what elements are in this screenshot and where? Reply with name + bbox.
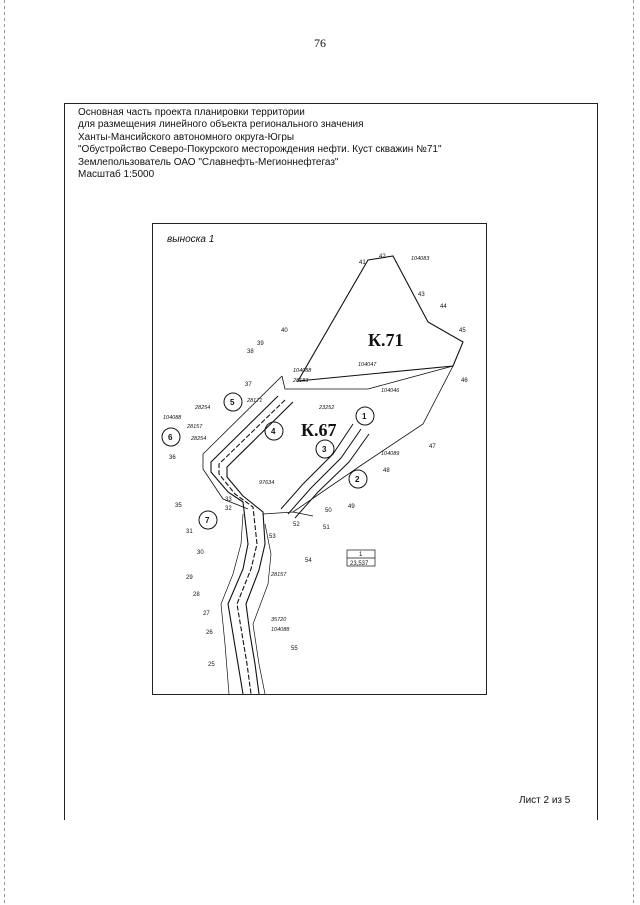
parcel-id: 23252 (318, 405, 334, 411)
parcel-id: 97634 (259, 480, 274, 486)
parcel-id: 28254 (194, 405, 210, 411)
point-number: 42 (379, 254, 386, 260)
parcel-id: 104089 (381, 451, 399, 457)
legend-top: 1 (359, 552, 363, 558)
legend-bottom: 23,537 (350, 561, 369, 567)
parcel-ids: 104083 104047 104088 28183 23252 104046 … (163, 256, 430, 633)
point-number: 48 (383, 468, 390, 474)
header-line: Ханты-Мансийского автономного округа-Югр… (78, 131, 295, 143)
parcel-id: 28171 (246, 398, 262, 404)
point-number: 37 (245, 382, 252, 388)
point-number: 32 (225, 506, 232, 512)
parcel-id: 104083 (411, 256, 430, 262)
scan-edge-left (4, 0, 5, 905)
point-number: 49 (348, 504, 355, 510)
point-number: 45 (459, 328, 466, 334)
scan-edge-right (633, 0, 634, 905)
point-number: 38 (247, 349, 254, 355)
header-line: Масштаб 1:5000 (78, 169, 155, 181)
point-number: 47 (429, 444, 436, 450)
point-number: 25 (208, 662, 215, 668)
circled-number: 5 (230, 398, 235, 407)
point-number: 36 (169, 455, 176, 461)
parcel-id: 28157 (186, 424, 203, 430)
point-numbers: 41 42 43 44 45 46 47 48 49 50 51 52 53 5… (169, 254, 468, 668)
road-line-right (226, 401, 294, 694)
planning-map: выноска 1 5 4 6 1 3 (152, 223, 487, 695)
point-number: 51 (323, 525, 330, 531)
parcel-id: 28254 (190, 436, 206, 442)
page-number: 76 (314, 36, 326, 50)
parcel-id: 104046 (381, 388, 400, 394)
point-number: 35 (175, 503, 182, 509)
circled-markers: 5 4 6 1 3 2 7 (161, 392, 375, 530)
point-number: 33 (225, 497, 232, 503)
parcel-id: 28183 (292, 378, 309, 384)
point-number: 53 (269, 534, 276, 540)
circled-number: 3 (322, 445, 327, 454)
corridor-left-boundary (202, 375, 283, 510)
header-line: "Обустройство Северо-Покурского месторож… (78, 144, 442, 156)
point-number: 41 (359, 260, 366, 266)
road-line-left (210, 395, 279, 694)
corridor-right-edge (252, 523, 272, 694)
circled-number: 7 (205, 516, 210, 525)
parcel-id: 104047 (358, 362, 377, 368)
pad-label-71: К.71 (368, 330, 404, 350)
pipeline-line-a (280, 423, 354, 510)
point-number: 30 (197, 550, 204, 556)
point-number: 55 (291, 646, 298, 652)
corridor-left-edge (220, 513, 244, 694)
point-number: 31 (186, 529, 193, 535)
map-drawing: 5 4 6 1 3 2 7 К.71 К.67 41 42 43 44 45 4… (161, 254, 468, 694)
legend-box: 1 23,537 (346, 549, 376, 567)
point-number: 39 (257, 341, 264, 347)
parcel-id: 104088 (271, 627, 290, 633)
circled-number: 4 (271, 427, 276, 436)
map-caption: выноска 1 (167, 234, 215, 245)
circled-number: 1 (362, 412, 367, 421)
circled-number: 6 (168, 433, 173, 442)
point-number: 29 (186, 575, 193, 581)
parcel-id: 35720 (271, 617, 287, 623)
pad-71-boundary (296, 255, 464, 382)
pipeline-line-c (294, 433, 370, 519)
document-header: Основная часть проекта планировки террит… (78, 107, 442, 181)
header-line: для размещения линейного объекта региона… (78, 119, 364, 131)
point-number: 28 (193, 592, 200, 598)
corridor-right-boundary (292, 365, 454, 513)
parcel-id: 104088 (293, 368, 312, 374)
point-number: 27 (203, 611, 210, 617)
point-number: 50 (325, 508, 332, 514)
point-number: 52 (293, 522, 300, 528)
point-number: 44 (440, 304, 447, 310)
header-line: Основная часть проекта планировки террит… (78, 107, 305, 118)
point-number: 43 (418, 292, 425, 298)
header-line: Землепользователь ОАО "Славнефть-Мегионн… (78, 156, 339, 168)
road-line-center (218, 399, 286, 694)
parcel-id: 28157 (270, 572, 287, 578)
sheet-number: Лист 2 из 5 (519, 795, 571, 806)
circled-number: 2 (355, 475, 360, 484)
pad-label-67: К.67 (301, 420, 337, 440)
point-number: 40 (281, 328, 288, 334)
point-number: 46 (461, 378, 468, 384)
lower-boundary (262, 511, 314, 517)
pipeline-line-b (287, 428, 362, 515)
point-number: 54 (305, 558, 312, 564)
point-number: 26 (206, 630, 213, 636)
document-frame (64, 103, 598, 820)
parcel-id: 104088 (163, 415, 182, 421)
pad-67-boundary (281, 365, 454, 390)
